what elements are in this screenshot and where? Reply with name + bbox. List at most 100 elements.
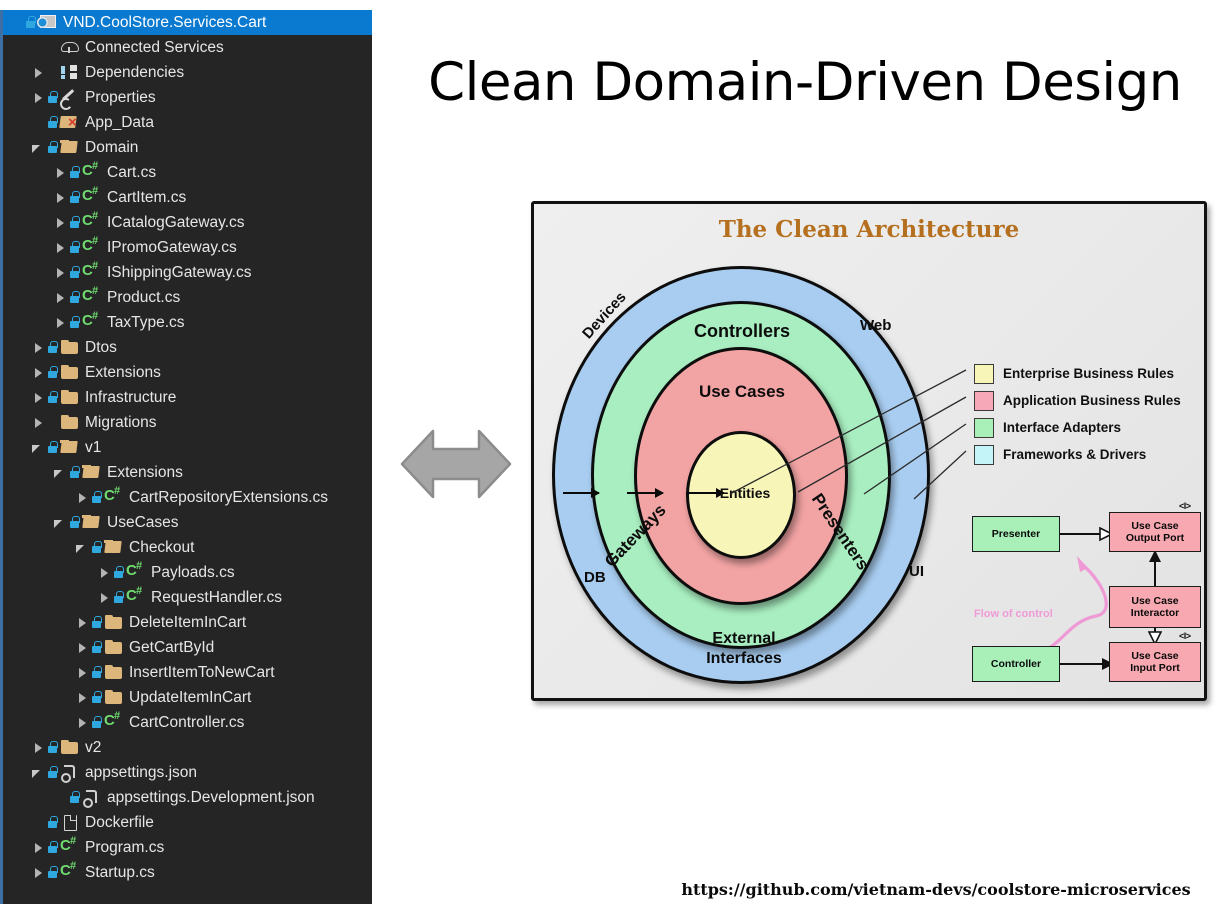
tree-item-extensions[interactable]: Extensions: [3, 360, 372, 385]
tree-item-appsettings-json[interactable]: appsettings.json: [3, 760, 372, 785]
tree-item-program-cs[interactable]: Program.cs: [3, 835, 372, 860]
tree-item-taxtype-cs[interactable]: TaxType.cs: [3, 310, 372, 335]
tree-item-deleteitemincart[interactable]: DeleteItemInCart: [3, 610, 372, 635]
folder-icon: [60, 414, 80, 431]
tree-item-product-cs[interactable]: Product.cs: [3, 285, 372, 310]
chevron-right-icon[interactable]: [31, 840, 47, 856]
csharp-icon: [82, 285, 102, 306]
chevron-right-icon[interactable]: [53, 215, 69, 231]
chevron-right-icon[interactable]: [97, 565, 113, 581]
csharp-icon: [60, 860, 80, 881]
flow-box-use-case-output-port: Use Case Output Port: [1109, 512, 1201, 552]
lock-icon: [91, 691, 102, 704]
tree-item-cartrepositoryextensions-cs[interactable]: CartRepositoryExtensions.cs: [3, 485, 372, 510]
tree-item-getcartbyid[interactable]: GetCartById: [3, 635, 372, 660]
chevron-right-icon[interactable]: [31, 65, 47, 81]
tree-item-label: v1: [85, 439, 102, 456]
tree-item-startup-cs[interactable]: Startup.cs: [3, 860, 372, 885]
chevron-down-icon[interactable]: [75, 540, 91, 556]
tree-item-label: Product.cs: [107, 289, 181, 306]
tree-item-extensions[interactable]: Extensions: [3, 460, 372, 485]
chevron-right-icon[interactable]: [53, 315, 69, 331]
tree-item-app-data[interactable]: App_Data: [3, 110, 372, 135]
chevron-right-icon[interactable]: [53, 190, 69, 206]
dependencies-icon: [60, 64, 80, 81]
legend-swatch: [974, 390, 994, 411]
chevron-right-icon[interactable]: [31, 415, 47, 431]
csharp-icon: [104, 710, 124, 731]
chevron-right-icon[interactable]: [53, 265, 69, 281]
tree-item-label: GetCartById: [129, 639, 215, 656]
legend-item: Enterprise Business Rules: [974, 360, 1181, 387]
tree-item-v1[interactable]: v1: [3, 435, 372, 460]
chevron-right-icon[interactable]: [31, 865, 47, 881]
chevron-right-icon[interactable]: [53, 290, 69, 306]
chevron-right-icon[interactable]: [31, 390, 47, 406]
chevron-right-icon[interactable]: [75, 690, 91, 706]
tree-item-connected-services[interactable]: Connected Services: [3, 35, 372, 60]
chevron-right-icon[interactable]: [97, 590, 113, 606]
tree-item-icataloggateway-cs[interactable]: ICatalogGateway.cs: [3, 210, 372, 235]
tree-item-vnd-coolstore-services-cart[interactable]: VND.CoolStore.Services.Cart: [3, 10, 372, 35]
lock-icon: [69, 266, 80, 279]
folder-open-icon: [60, 439, 80, 456]
chevron-right-icon[interactable]: [53, 240, 69, 256]
lock-icon: [25, 16, 36, 29]
chevron-right-icon[interactable]: [53, 165, 69, 181]
flow-of-control-label: Flow of control: [974, 608, 1053, 620]
tree-item-appsettings-development-json[interactable]: appsettings.Development.json: [3, 785, 372, 810]
tree-item-infrastructure[interactable]: Infrastructure: [3, 385, 372, 410]
tree-item-requesthandler-cs[interactable]: RequestHandler.cs: [3, 585, 372, 610]
chevron-down-icon[interactable]: [31, 440, 47, 456]
tree-item-properties[interactable]: Properties: [3, 85, 372, 110]
chevron-right-icon[interactable]: [75, 490, 91, 506]
tree-item-payloads-cs[interactable]: Payloads.cs: [3, 560, 372, 585]
chevron-right-icon[interactable]: [31, 740, 47, 756]
chevron-right-icon[interactable]: [75, 615, 91, 631]
tree-item-ishippinggateway-cs[interactable]: IShippingGateway.cs: [3, 260, 372, 285]
folder-icon: [60, 389, 80, 406]
csharp-icon: [82, 235, 102, 256]
chevron-down-icon[interactable]: [31, 765, 47, 781]
chevron-down-icon[interactable]: [53, 465, 69, 481]
tree-item-migrations[interactable]: Migrations: [3, 410, 372, 435]
tree-item-updateitemincart[interactable]: UpdateItemInCart: [3, 685, 372, 710]
lock-icon: [47, 766, 58, 779]
chevron-right-icon[interactable]: [75, 715, 91, 731]
tree-item-v2[interactable]: v2: [3, 735, 372, 760]
folder-icon: [60, 739, 80, 756]
tree-item-cartitem-cs[interactable]: CartItem.cs: [3, 185, 372, 210]
tree-item-cartcontroller-cs[interactable]: CartController.cs: [3, 710, 372, 735]
lock-icon: [47, 741, 58, 754]
external-line-1: External: [712, 630, 776, 647]
tree-item-usecases[interactable]: UseCases: [3, 510, 372, 535]
csharp-icon: [82, 185, 102, 206]
chevron-placeholder: [9, 15, 25, 31]
chevron-right-icon[interactable]: [31, 340, 47, 356]
tree-item-dtos[interactable]: Dtos: [3, 335, 372, 360]
interface-tag-input-port: <I>: [1179, 631, 1191, 641]
tree-item-domain[interactable]: Domain: [3, 135, 372, 160]
tree-item-checkout[interactable]: Checkout: [3, 535, 372, 560]
chevron-right-icon[interactable]: [75, 640, 91, 656]
interactor-line2: Interactor: [1130, 607, 1180, 619]
chevron-right-icon[interactable]: [31, 365, 47, 381]
lock-icon: [91, 666, 102, 679]
chevron-right-icon[interactable]: [31, 90, 47, 106]
tree-item-cart-cs[interactable]: Cart.cs: [3, 160, 372, 185]
chevron-down-icon[interactable]: [31, 140, 47, 156]
tree-item-dockerfile[interactable]: Dockerfile: [3, 810, 372, 835]
tree-item-dependencies[interactable]: Dependencies: [3, 60, 372, 85]
folder-icon: [104, 639, 124, 656]
chevron-down-icon[interactable]: [53, 515, 69, 531]
legend-item: Interface Adapters: [974, 414, 1181, 441]
lock-icon: [69, 791, 80, 804]
footer-url[interactable]: https://github.com/vietnam-devs/coolstor…: [681, 880, 1191, 899]
tree-item-ipromogateway-cs[interactable]: IPromoGateway.cs: [3, 235, 372, 260]
tree-item-insertitemtonewcart[interactable]: InsertItemToNewCart: [3, 660, 372, 685]
tree-item-label: App_Data: [85, 114, 154, 131]
lock-icon: [69, 466, 80, 479]
chevron-right-icon[interactable]: [75, 665, 91, 681]
